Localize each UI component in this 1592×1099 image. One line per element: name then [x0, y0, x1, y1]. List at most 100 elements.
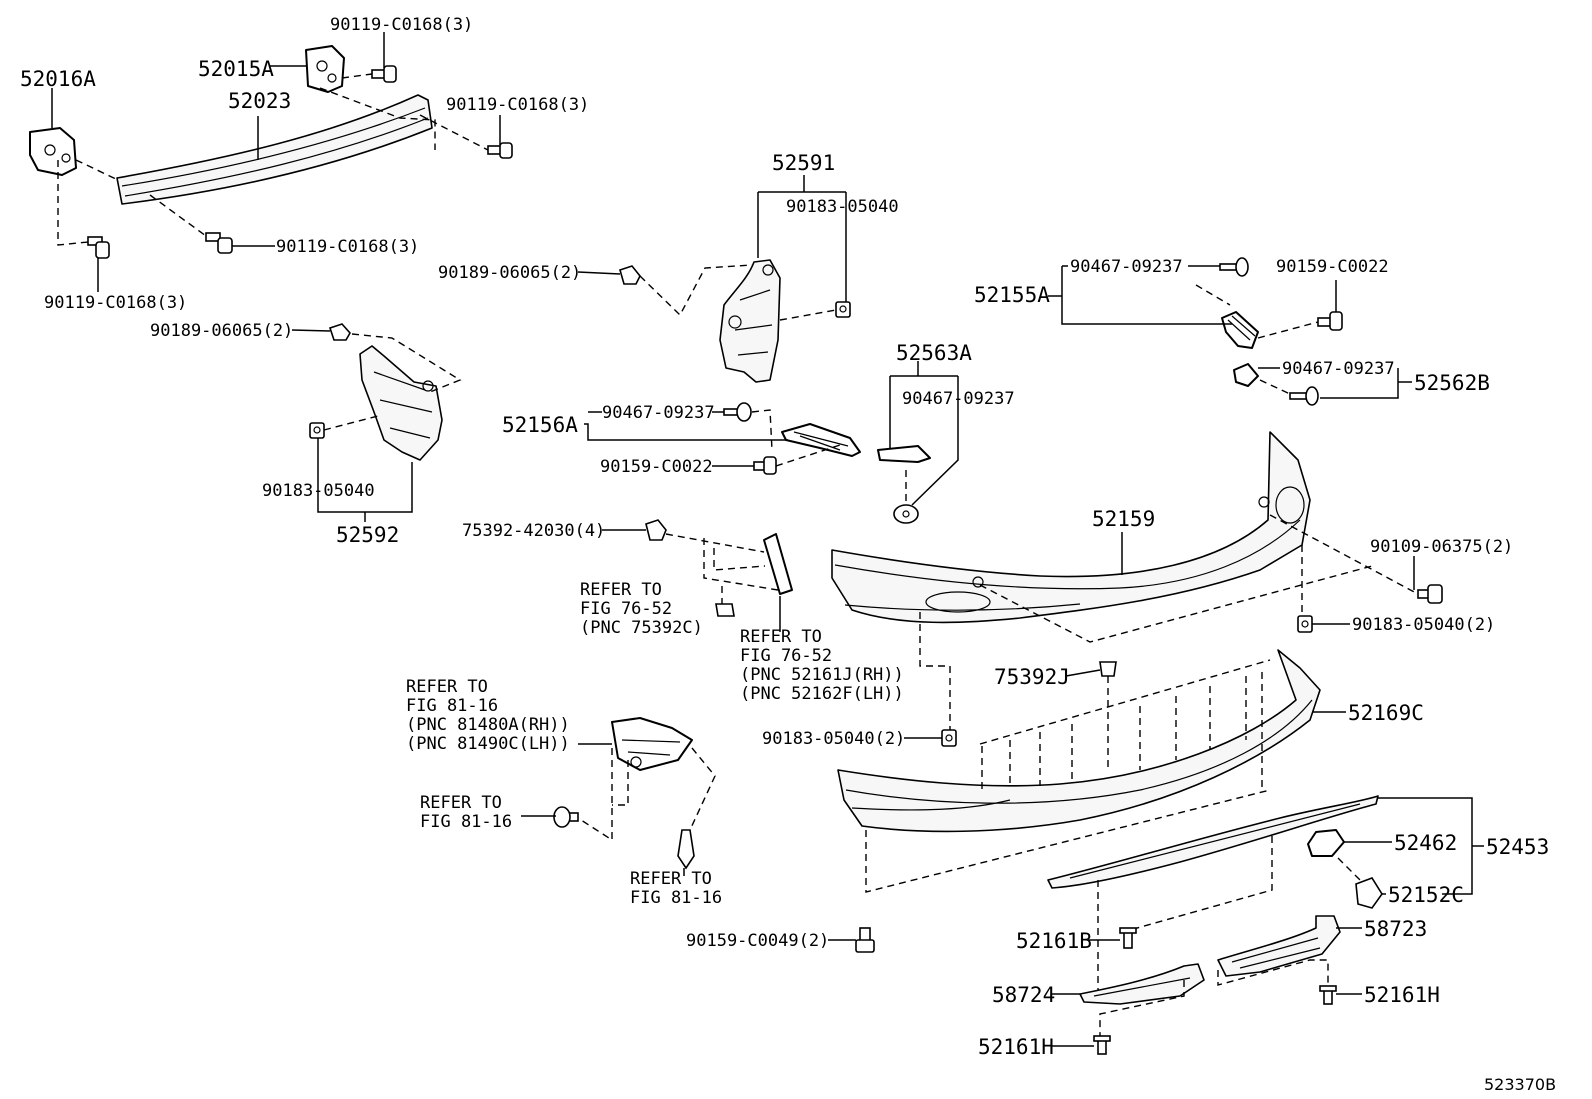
label-52591: 52591: [772, 151, 835, 175]
clip-icon: [309, 422, 325, 439]
label-ref3-line3: (PNC 81480A(RH)): [406, 715, 570, 735]
label-90183-05040-a: 90183-05040: [786, 197, 899, 217]
bolt-icon: [87, 236, 110, 259]
bolt-icon: [205, 232, 233, 254]
cover-52462: [1307, 829, 1345, 857]
label-ref2-line1: REFER TO: [740, 627, 822, 647]
screws-90467-09237-right: [1219, 257, 1319, 406]
bolts-90119-C0168: [87, 65, 513, 259]
label-ref2-line3: (PNC 52161J(RH)): [740, 665, 904, 685]
label-90183-05040-b: 90183-05040: [262, 481, 375, 501]
bolt-90159-C0049: [855, 927, 875, 953]
label-52453: 52453: [1486, 835, 1549, 859]
label-90119-C0168-mid: 90119-C0168(3): [446, 95, 589, 115]
label-90467-09237-c: 90467-09237: [902, 389, 1015, 409]
nuts-90189-06065: [328, 265, 641, 341]
label-90189-06065-a: 90189-06065(2): [438, 263, 581, 283]
reflector-52161J: [763, 533, 793, 595]
bolt-90109-06375: [1417, 584, 1443, 604]
label-52161H-b: 52161H: [978, 1035, 1054, 1059]
pin-icon: [1093, 1035, 1111, 1055]
label-52023: 52023: [228, 89, 291, 113]
label-52015A: 52015A: [198, 57, 274, 81]
label-90109-06375: 90109-06375(2): [1370, 537, 1513, 557]
under-cover-58723: [1217, 915, 1341, 977]
pin-icon: [1319, 985, 1337, 1005]
label-90159-C0022-a: 90159-C0022: [1276, 257, 1389, 277]
label-52462: 52462: [1394, 831, 1457, 855]
label-52161H-a: 52161H: [1364, 983, 1440, 1007]
bumper-reinforcement-52023: [116, 94, 433, 205]
clip-75392C: [715, 603, 735, 617]
label-90119-C0168-left: 90119-C0168(3): [44, 293, 187, 313]
clips-90183-05040: [309, 301, 851, 439]
grommet-icon: [893, 504, 919, 524]
bracket-52155A: [1221, 311, 1259, 349]
clip-90183-05040-lower: [941, 729, 957, 747]
clip-75392J: [1099, 661, 1117, 677]
label-90467-09237-d: 90467-09237: [602, 403, 715, 423]
bumper-cover-52159: [831, 431, 1311, 624]
lower-cover-52169C: [837, 649, 1321, 833]
lower-molding-52453: [1047, 795, 1379, 889]
label-90183-05040-d: 90183-05040(2): [762, 729, 905, 749]
label-90159-C0049: 90159-C0049(2): [686, 931, 829, 951]
label-ref2-line2: FIG 76-52: [740, 646, 832, 666]
label-58724: 58724: [992, 983, 1055, 1007]
bracket-52562B: [1233, 363, 1259, 387]
label-90119-C0168-low: 90119-C0168(3): [276, 237, 419, 257]
label-90467-09237-b: 90467-09237: [1282, 359, 1395, 379]
screw-icon: [1219, 257, 1249, 277]
screw-icon: [1289, 386, 1319, 406]
bolt-icon: [371, 65, 397, 83]
label-52562B: 52562B: [1414, 371, 1490, 395]
label-ref1-line2: FIG 76-52: [580, 599, 672, 619]
label-52563A: 52563A: [896, 341, 972, 365]
label-ref4-line1: REFER TO: [420, 793, 502, 813]
pin-52161B: [1119, 927, 1137, 949]
label-ref5-line2: FIG 81-16: [630, 888, 722, 908]
bolt-icon: [487, 142, 513, 159]
label-90467-09237-a: 90467-09237: [1070, 257, 1183, 277]
fog-lamp-bracket-81480A: [611, 717, 693, 771]
diagram-id: 523370B: [1484, 1075, 1556, 1094]
bracket-52156A: [781, 423, 861, 457]
label-90159-C0022-b: 90159-C0022: [600, 457, 713, 477]
label-52161B: 52161B: [1016, 929, 1092, 953]
bolt-90159-C0022-right: [1317, 311, 1343, 331]
label-ref1-line1: REFER TO: [580, 580, 662, 600]
pins-52161H: [1093, 985, 1337, 1055]
side-retainer-52591: [719, 259, 781, 383]
nut-icon: [619, 265, 641, 285]
clip-fig81-16-b: [677, 829, 695, 870]
label-90189-06065-b: 90189-06065(2): [150, 321, 293, 341]
label-ref3-line1: REFER TO: [406, 677, 488, 697]
bolt-90159-C0022-center: [753, 456, 777, 475]
nut-75392-42030: [645, 519, 667, 541]
labels: 52016A 52015A 52023 90119-C0168(3) 90119…: [20, 15, 1556, 1094]
label-52592: 52592: [336, 523, 399, 547]
label-52152C: 52152C: [1388, 883, 1464, 907]
label-ref3-line2: FIG 81-16: [406, 696, 498, 716]
nut-icon: [328, 323, 351, 341]
label-90183-05040-c: 90183-05040(2): [1352, 615, 1495, 635]
label-52155A: 52155A: [974, 283, 1050, 307]
label-ref4-line2: FIG 81-16: [420, 812, 512, 832]
side-retainer-52592: [359, 345, 443, 461]
label-75392J: 75392J: [994, 665, 1070, 689]
clip-icon: [835, 301, 851, 318]
reinforcement-retainer-52016A: [29, 127, 77, 176]
screw-fig81-16-a: [553, 806, 579, 828]
label-52169C: 52169C: [1348, 701, 1424, 725]
clip-52152C: [1355, 877, 1383, 909]
label-75392-42030: 75392-42030(4): [462, 521, 605, 541]
label-52159: 52159: [1092, 507, 1155, 531]
screw-90467-09237-center: [723, 402, 752, 422]
label-ref2-line4: (PNC 52162F(LH)): [740, 684, 904, 704]
label-ref5-line1: REFER TO: [630, 869, 712, 889]
label-90119-C0168-top: 90119-C0168(3): [330, 15, 473, 35]
reinforcement-retainer-52015A: [305, 45, 345, 93]
label-ref3-line4: (PNC 81490C(LH)): [406, 734, 570, 754]
label-58723: 58723: [1364, 917, 1427, 941]
